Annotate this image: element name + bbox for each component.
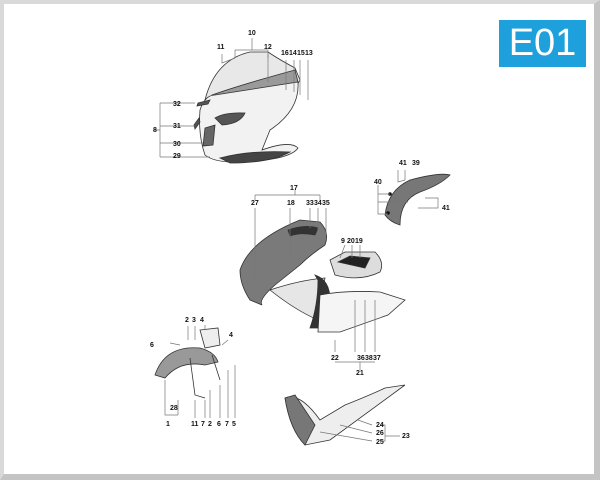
label-19: 19 [355,238,363,245]
label-5: 5 [232,421,236,428]
label-13: 13 [305,50,313,57]
front-fairing-group [153,38,309,164]
label-8: 8 [153,127,157,134]
label-6-b: 6 [217,421,221,428]
label-38: 38 [365,355,373,362]
side-panel-stripe [287,226,319,237]
label-39: 39 [412,160,420,167]
mudguard-stay [199,327,221,349]
label-10: 10 [248,30,256,37]
label-2-b: 2 [208,421,212,428]
label-24: 24 [376,422,384,429]
label-27: 27 [251,200,259,207]
label-40: 40 [374,179,382,186]
label-37: 37 [373,355,381,362]
side-panel-left [239,219,328,306]
label-7-b: 7 [225,421,229,428]
label-4-b: 4 [229,332,233,339]
label-36: 36 [357,355,365,362]
label-15: 15 [297,50,305,57]
side-vent [193,117,201,130]
label-33: 33 [306,200,314,207]
front-mudguard-group [154,325,236,418]
label-18: 18 [287,200,295,207]
label-11: 11 [217,44,225,51]
air-intake [202,124,216,147]
label-25: 25 [376,439,384,446]
label-41-b: 41 [442,205,450,212]
label-14: 14 [289,50,297,57]
belly-pan-group [284,384,406,446]
label-3: 3 [192,317,196,324]
label-32: 32 [173,101,181,108]
tail-lower [317,291,406,333]
label-34: 34 [314,200,322,207]
mudguard-bracket [189,354,221,399]
label-2: 2 [185,317,189,324]
front-mudguard [154,347,219,379]
section-badge: E01 [499,20,586,67]
label-26: 26 [376,430,384,437]
label-6: 6 [150,342,154,349]
rear-mudguard [384,173,451,226]
mirror-mount [196,99,211,107]
label-41: 41 [399,160,407,167]
label-12: 12 [264,44,272,51]
headlight [214,112,246,126]
label-23: 23 [402,433,410,440]
label-16: 16 [281,50,289,57]
label-20: 20 [347,238,355,245]
belly-pan-side [284,394,316,446]
rear-mudguard-group [377,170,451,226]
label-22: 22 [331,355,339,362]
label-17: 17 [290,185,298,192]
label-35: 35 [322,200,330,207]
label-1: 1 [166,421,170,428]
label-29: 29 [173,153,181,160]
label-7: 7 [201,421,205,428]
label-28: 28 [170,405,178,412]
label-4: 4 [200,317,204,324]
label-31: 31 [173,123,181,130]
seat-cowl-opening [336,255,371,269]
label-21: 21 [356,370,364,377]
label-11-b: 11 [191,421,199,428]
lower-stripe [218,151,292,164]
label-9: 9 [341,238,345,245]
fairing-body [199,81,299,163]
label-30: 30 [173,141,181,148]
side-fairings-group [239,190,406,370]
